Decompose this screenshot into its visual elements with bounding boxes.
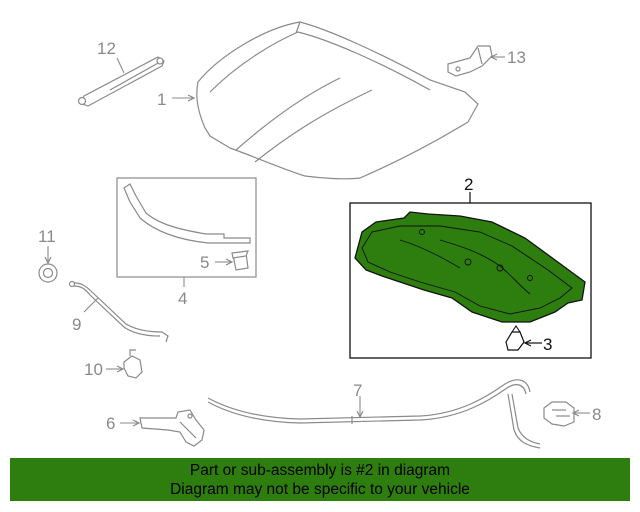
part-5-clip[interactable] <box>231 250 249 271</box>
callout-10[interactable]: 10 <box>84 360 103 379</box>
part-4-weatherstrip[interactable] <box>123 183 251 244</box>
part-13-hood-hinge[interactable] <box>447 45 493 77</box>
leader-9 <box>83 297 99 313</box>
arrow-10 <box>116 365 125 373</box>
arrow-7 <box>356 410 364 419</box>
callout-1[interactable]: 1 <box>157 90 166 109</box>
banner-line-2: Diagram may not be specific to your vehi… <box>170 481 470 498</box>
callout-8[interactable]: 8 <box>592 405 601 424</box>
part-11-grommet[interactable] <box>38 263 58 283</box>
info-banner: Part or sub-assembly is #2 in diagram Di… <box>10 458 630 501</box>
part-6-release-handle[interactable] <box>139 409 205 447</box>
part-3-clip[interactable] <box>505 325 525 351</box>
callout-4[interactable]: 4 <box>178 289 187 308</box>
leader-12 <box>116 57 125 74</box>
part-2-hood-insulator[interactable] <box>354 211 586 323</box>
callout-7[interactable]: 7 <box>353 381 362 400</box>
parts-diagram: 12 1 13 4 5 11 <box>38 21 601 449</box>
callout-12[interactable]: 12 <box>97 39 116 58</box>
arrow-1 <box>187 94 196 102</box>
part-10-holder[interactable] <box>123 349 143 379</box>
callout-9[interactable]: 9 <box>72 315 81 334</box>
arrow-8 <box>571 409 580 417</box>
part-1-hood-panel[interactable] <box>196 21 479 180</box>
banner-line-1: Part or sub-assembly is #2 in diagram <box>189 462 451 479</box>
part-8-hood-latch[interactable] <box>543 401 575 427</box>
arrow-13 <box>489 53 498 61</box>
callout-2[interactable]: 2 <box>464 175 473 194</box>
arrow-3 <box>523 339 532 347</box>
callout-5[interactable]: 5 <box>200 253 209 272</box>
arrow-5 <box>225 258 234 266</box>
callout-6[interactable]: 6 <box>106 414 115 433</box>
arrow-11 <box>44 256 52 265</box>
arrow-6 <box>132 419 141 427</box>
part-7-release-cable[interactable] <box>207 379 541 449</box>
callout-11[interactable]: 11 <box>38 227 56 246</box>
part-9-support-rod[interactable] <box>68 280 169 343</box>
callout-13[interactable]: 13 <box>507 48 526 67</box>
callout-3[interactable]: 3 <box>543 335 552 354</box>
part-12-hood-strut[interactable] <box>77 56 165 107</box>
part-4-box <box>116 177 257 278</box>
